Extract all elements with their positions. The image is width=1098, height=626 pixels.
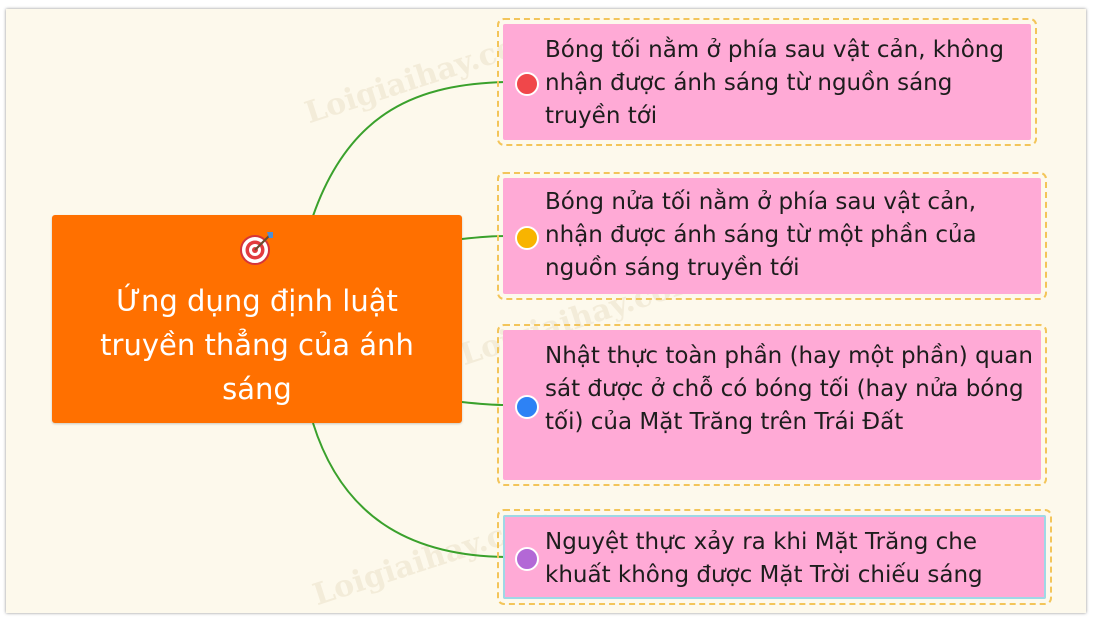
topic-2-box — [503, 178, 1041, 294]
target-icon — [240, 232, 273, 265]
topic-4-text: Nguyệt thực xảy ra khi Mặt Trăng che khu… — [545, 529, 983, 588]
topic-1[interactable]: Bóng tối nằm ở phía sau vật cản, không n… — [497, 18, 1037, 146]
topic-4-box — [503, 515, 1046, 599]
topic-4[interactable]: Nguyệt thực xảy ra khi Mặt Trăng che khu… — [497, 509, 1052, 605]
connector-topic-1 — [312, 81, 507, 217]
topic-1-box — [503, 24, 1031, 140]
topic-2-text: Bóng nửa tối nằm ở phía sau vật cản, nhậ… — [545, 189, 977, 281]
blue-dot-icon — [515, 395, 539, 419]
topic-2[interactable]: Bóng nửa tối nằm ở phía sau vật cản, nhậ… — [497, 172, 1047, 300]
yellow-dot-icon — [515, 226, 539, 250]
connector-topic-4 — [312, 422, 507, 558]
central-topic[interactable]: Ứng dụng định luật truyền thẳng của ánh … — [52, 215, 462, 423]
topic-1-text: Bóng tối nằm ở phía sau vật cản, không n… — [545, 37, 1004, 129]
central-topic-title: Ứng dụng định luật truyền thẳng của ánh … — [100, 284, 414, 406]
connector-topic-3 — [461, 401, 507, 406]
red-dot-icon — [515, 72, 539, 96]
topic-3-box — [503, 330, 1041, 480]
topic-3-text: Nhật thực toàn phần (hay một phần) quan … — [545, 343, 1033, 435]
purple-dot-icon — [515, 547, 539, 571]
connector-topic-2 — [461, 235, 507, 240]
topic-3[interactable]: Nhật thực toàn phần (hay một phần) quan … — [497, 324, 1047, 486]
